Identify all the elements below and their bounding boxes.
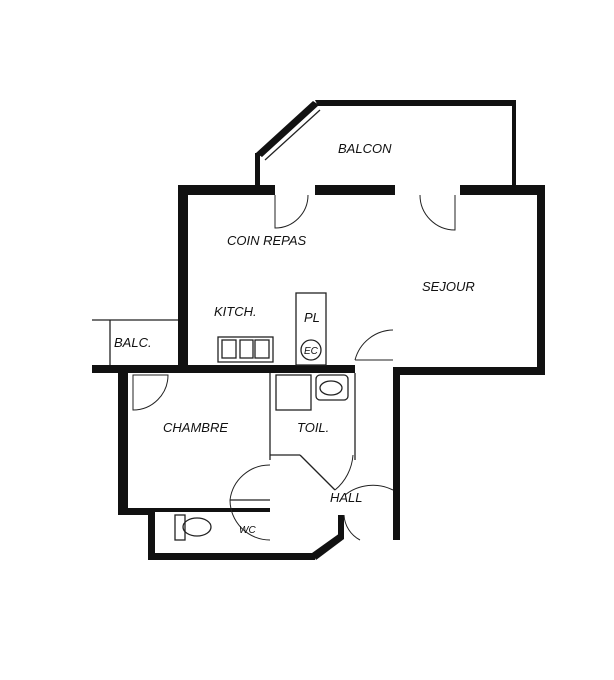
walls xyxy=(92,185,545,560)
room-label-wc: WC xyxy=(239,525,256,536)
balcony-outline xyxy=(255,100,516,186)
room-label-toilette: TOIL. xyxy=(297,420,329,435)
kitchen-fixtures xyxy=(217,292,327,366)
room-label-balcon: BALCON xyxy=(338,141,392,156)
label-eau-chaude: EC xyxy=(304,346,319,357)
label-placard: PL xyxy=(304,310,320,325)
room-label-balc: BALC. xyxy=(114,335,152,350)
doors xyxy=(132,194,456,541)
room-label-kitchen: KITCH. xyxy=(214,304,257,319)
partitions xyxy=(92,319,356,501)
room-label-hall: HALL xyxy=(330,490,363,505)
room-label-sejour: SEJOUR xyxy=(422,279,475,294)
room-label-chambre: CHAMBRE xyxy=(163,420,228,435)
room-label-coin-repas: COIN REPAS xyxy=(227,233,307,248)
wc-fixture xyxy=(174,514,212,541)
bathroom-fixtures xyxy=(275,374,349,411)
